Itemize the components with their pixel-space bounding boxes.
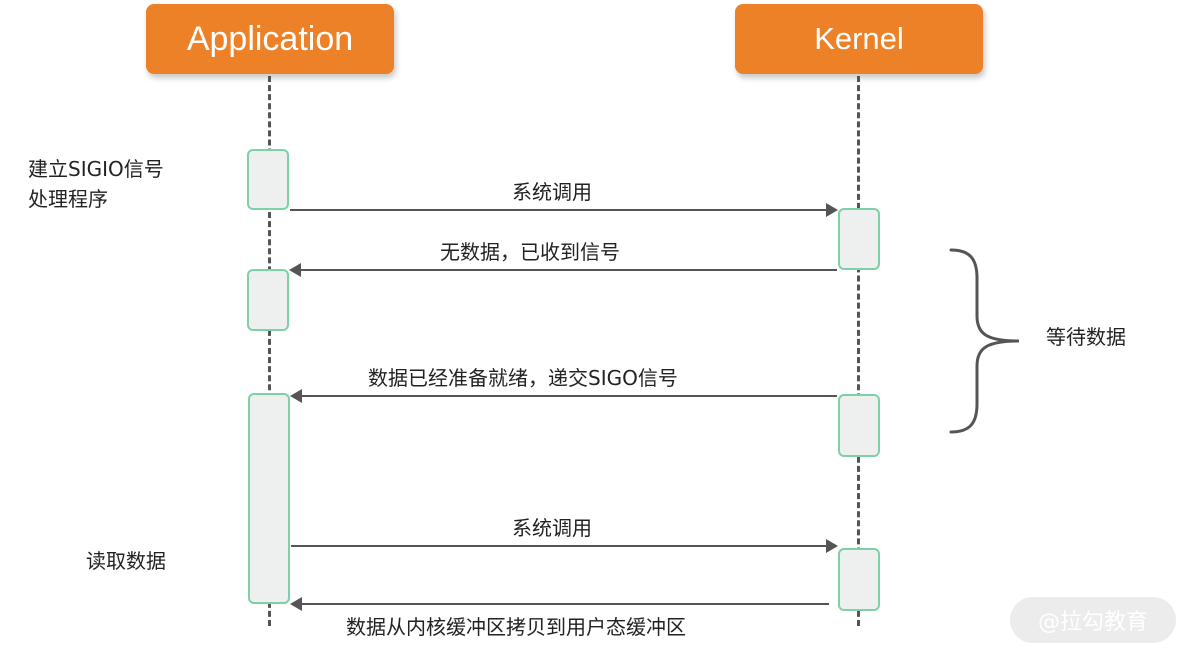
copy-data-label: 数据从内核缓冲区拷贝到用户态缓冲区 [346,615,686,639]
kernel-activation-1 [838,208,880,270]
copy-data-arrow [290,597,829,611]
kernel-activation-3 [838,548,880,611]
application-actor-label: Application [186,19,354,58]
syscall-label-2: 系统调用 [512,516,592,540]
kernel-actor: Kernel [735,4,983,74]
kernel-actor-label: Kernel [814,21,904,56]
application-activation-1 [247,149,289,210]
application-activation-2 [247,269,289,331]
syscall-arrow-2 [291,539,838,553]
application-actor: Application [146,4,394,74]
no-data-label: 无数据，已收到信号 [440,240,620,264]
application-activation-3 [248,393,290,604]
kernel-lifeline [857,76,860,626]
application-lifeline [268,76,271,626]
setup-handler-line-2: 处理程序 [28,187,108,211]
setup-handler-label: 建立SIGIO信号 处理程序 [28,154,164,214]
no-data-arrow [289,263,837,277]
wait-data-brace [949,248,1020,434]
kernel-activation-2 [838,394,880,457]
wait-data-label: 等待数据 [1046,325,1126,349]
setup-handler-line-1: 建立SIGIO信号 [28,157,164,181]
read-data-label: 读取数据 [86,549,166,573]
syscall-arrow-1 [290,203,838,217]
data-ready-label: 数据已经准备就绪，递交SIGO信号 [368,366,678,390]
data-ready-arrow [290,389,837,403]
watermark: @拉勾教育 [1010,597,1176,643]
syscall-label-1: 系统调用 [512,180,592,204]
